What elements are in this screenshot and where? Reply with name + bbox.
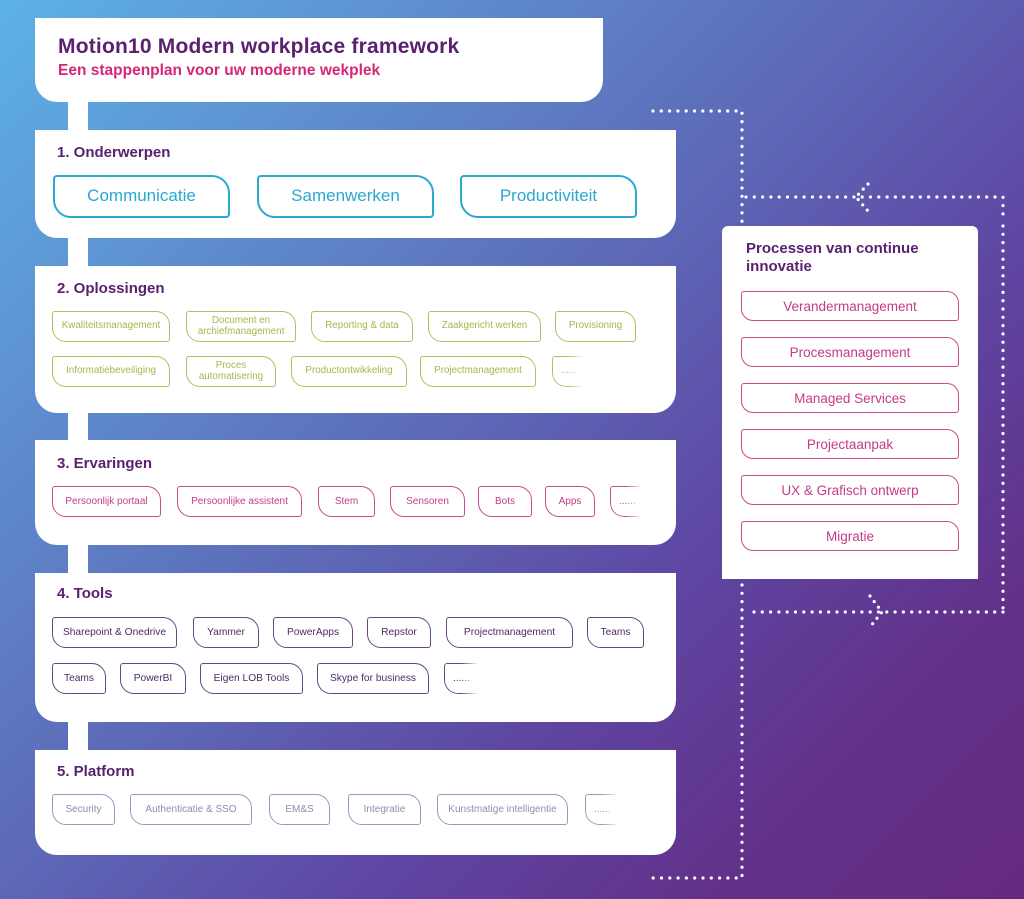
section-title: 5. Platform [57,763,135,780]
section-title: 3. Ervaringen [57,455,153,472]
tool-chip[interactable]: Skype for business [317,663,429,694]
arrow-right-icon [868,594,885,629]
connector [68,236,88,268]
process-chip[interactable]: Procesmanagement [741,337,959,367]
topic-chip[interactable]: Productiviteit [460,175,637,218]
section-onderwerpen: 1. Onderwerpen Communicatie Samenwerken … [35,130,676,238]
section-ervaringen: 3. Ervaringen Persoonlijk portaal Persoo… [35,440,676,545]
solution-chip[interactable]: Productontwikkeling [291,356,407,387]
section-title: 1. Onderwerpen [57,144,171,161]
dotted-line-feedback [744,195,1005,224]
tool-chip[interactable]: PowerApps [273,617,353,648]
platform-chip[interactable]: EM&S [269,794,330,825]
solution-chip[interactable]: Provisioning [555,311,636,342]
solution-chip[interactable]: Informatiebeveiliging [52,356,170,387]
connector [68,720,88,752]
more-tools-chip[interactable]: ...... [444,663,478,694]
tool-chip[interactable]: PowerBI [120,663,186,694]
section-tools: 4. Tools Sharepoint & Onedrive Yammer Po… [35,573,676,722]
more-platform-chip[interactable]: ...... [585,794,619,825]
platform-chip[interactable]: Security [52,794,115,825]
tool-chip[interactable]: Repstor [367,617,431,648]
experience-chip[interactable]: Persoonlijk portaal [52,486,161,517]
solution-chip[interactable]: Projectmanagement [420,356,536,387]
page-title: Motion10 Modern workplace framework [58,35,460,58]
connector [68,543,88,575]
header-panel [35,18,603,102]
innovation-title: Processen van continue innovatie [746,240,919,275]
experience-chip[interactable]: Sensoren [390,486,465,517]
platform-chip[interactable]: Authenticatie & SSO [130,794,252,825]
page-subtitle: Een stappenplan voor uw moderne wekplek [58,62,381,79]
more-experiences-chip[interactable]: ...... [610,486,642,517]
solution-chip[interactable]: Reporting & data [311,311,413,342]
section-platform: 5. Platform Security Authenticatie & SSO… [35,750,676,855]
arrow-left-icon [853,182,870,213]
process-chip[interactable]: Projectaanpak [741,429,959,459]
section-title: 4. Tools [57,585,113,602]
solution-chip[interactable]: Kwaliteitsmanagement [52,311,170,342]
tool-chip[interactable]: Teams [52,663,106,694]
tool-chip[interactable]: Eigen LOB Tools [200,663,303,694]
section-oplossingen: 2. Oplossingen Kwaliteitsmanagement Docu… [35,266,676,413]
process-chip[interactable]: Managed Services [741,383,959,413]
solution-chip[interactable]: Zaakgericht werken [428,311,541,342]
solution-chip[interactable]: Document en archiefmanagement [186,311,296,342]
section-title: 2. Oplossingen [57,280,165,297]
more-solutions-chip[interactable]: ...... [552,356,584,387]
innovation-panel: Processen van continue innovatie Verande… [722,226,978,579]
tool-chip[interactable]: Projectmanagement [446,617,573,648]
connector [68,410,88,442]
tool-chip[interactable]: Teams [587,617,644,648]
connector [68,100,88,132]
tool-chip[interactable]: Yammer [193,617,259,648]
experience-chip[interactable]: Bots [478,486,532,517]
experience-chip[interactable]: Persoonlijke assistent [177,486,302,517]
platform-chip[interactable]: Integratie [348,794,421,825]
platform-chip[interactable]: Kunstmatige intelligentie [437,794,568,825]
process-chip[interactable]: Migratie [741,521,959,551]
experience-chip[interactable]: Stem [318,486,375,517]
process-chip[interactable]: UX & Grafisch ontwerp [741,475,959,505]
process-chip[interactable]: Verandermanagement [741,291,959,321]
topic-chip[interactable]: Samenwerken [257,175,434,218]
experience-chip[interactable]: Apps [545,486,595,517]
tool-chip[interactable]: Sharepoint & Onedrive [52,617,177,648]
topic-chip[interactable]: Communicatie [53,175,230,218]
solution-chip[interactable]: Proces automatisering [186,356,276,387]
